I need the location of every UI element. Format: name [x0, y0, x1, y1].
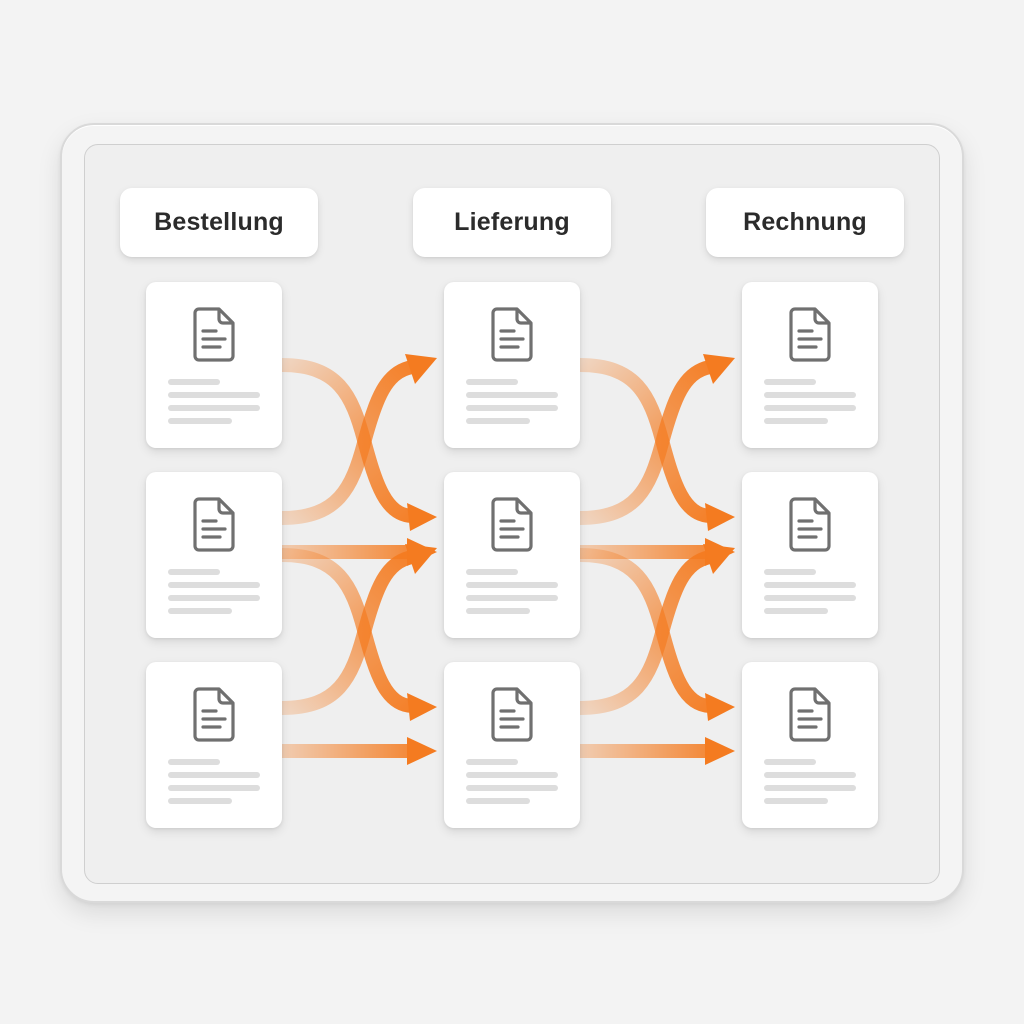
text-placeholder-line: [466, 379, 518, 385]
text-placeholder-line: [466, 418, 530, 424]
text-placeholder-line: [466, 759, 518, 765]
text-placeholder-line: [466, 798, 530, 804]
text-placeholder-line: [168, 772, 260, 778]
text-placeholder-line: [764, 772, 856, 778]
text-placeholder-line: [168, 582, 260, 588]
text-placeholder-line: [764, 418, 828, 424]
text-placeholder-line: [168, 405, 260, 411]
text-placeholder-line: [764, 595, 856, 601]
text-placeholder-line: [168, 785, 260, 791]
text-placeholder-line: [466, 405, 558, 411]
text-placeholder-line: [764, 405, 856, 411]
document-icon: [788, 496, 832, 552]
column-header-lieferung: Lieferung: [413, 188, 611, 257]
document-card-bestellung: [146, 282, 282, 448]
text-placeholder-line: [466, 772, 558, 778]
text-placeholder-line: [168, 798, 232, 804]
text-placeholder-line: [764, 798, 828, 804]
document-icon: [490, 686, 534, 742]
text-placeholder-line: [764, 379, 816, 385]
text-placeholder-line: [466, 392, 558, 398]
text-placeholder-line: [466, 785, 558, 791]
column-label: Bestellung: [154, 208, 284, 236]
text-placeholder-line: [764, 759, 816, 765]
document-icon: [490, 306, 534, 362]
document-card-rechnung: [742, 662, 878, 828]
document-card-rechnung: [742, 282, 878, 448]
text-placeholder-line: [168, 595, 260, 601]
text-placeholder-line: [168, 392, 260, 398]
column-label: Lieferung: [454, 208, 570, 236]
text-placeholder-line: [466, 595, 558, 601]
document-icon: [490, 496, 534, 552]
document-icon: [192, 496, 236, 552]
text-placeholder-line: [168, 759, 220, 765]
document-icon: [788, 306, 832, 362]
text-placeholder-line: [168, 569, 220, 575]
text-placeholder-line: [764, 785, 856, 791]
text-placeholder-line: [168, 379, 220, 385]
document-icon: [192, 686, 236, 742]
text-placeholder-line: [466, 608, 530, 614]
text-placeholder-line: [764, 582, 856, 588]
text-placeholder-line: [466, 582, 558, 588]
text-placeholder-line: [764, 392, 856, 398]
document-card-bestellung: [146, 662, 282, 828]
text-placeholder-line: [168, 418, 232, 424]
column-header-bestellung: Bestellung: [120, 188, 318, 257]
document-card-lieferung: [444, 472, 580, 638]
text-placeholder-line: [764, 569, 816, 575]
document-card-lieferung: [444, 282, 580, 448]
document-card-bestellung: [146, 472, 282, 638]
text-placeholder-line: [764, 608, 828, 614]
document-icon: [788, 686, 832, 742]
text-placeholder-line: [466, 569, 518, 575]
column-header-rechnung: Rechnung: [706, 188, 904, 257]
column-label: Rechnung: [743, 208, 867, 236]
document-icon: [192, 306, 236, 362]
text-placeholder-line: [168, 608, 232, 614]
document-card-lieferung: [444, 662, 580, 828]
document-card-rechnung: [742, 472, 878, 638]
